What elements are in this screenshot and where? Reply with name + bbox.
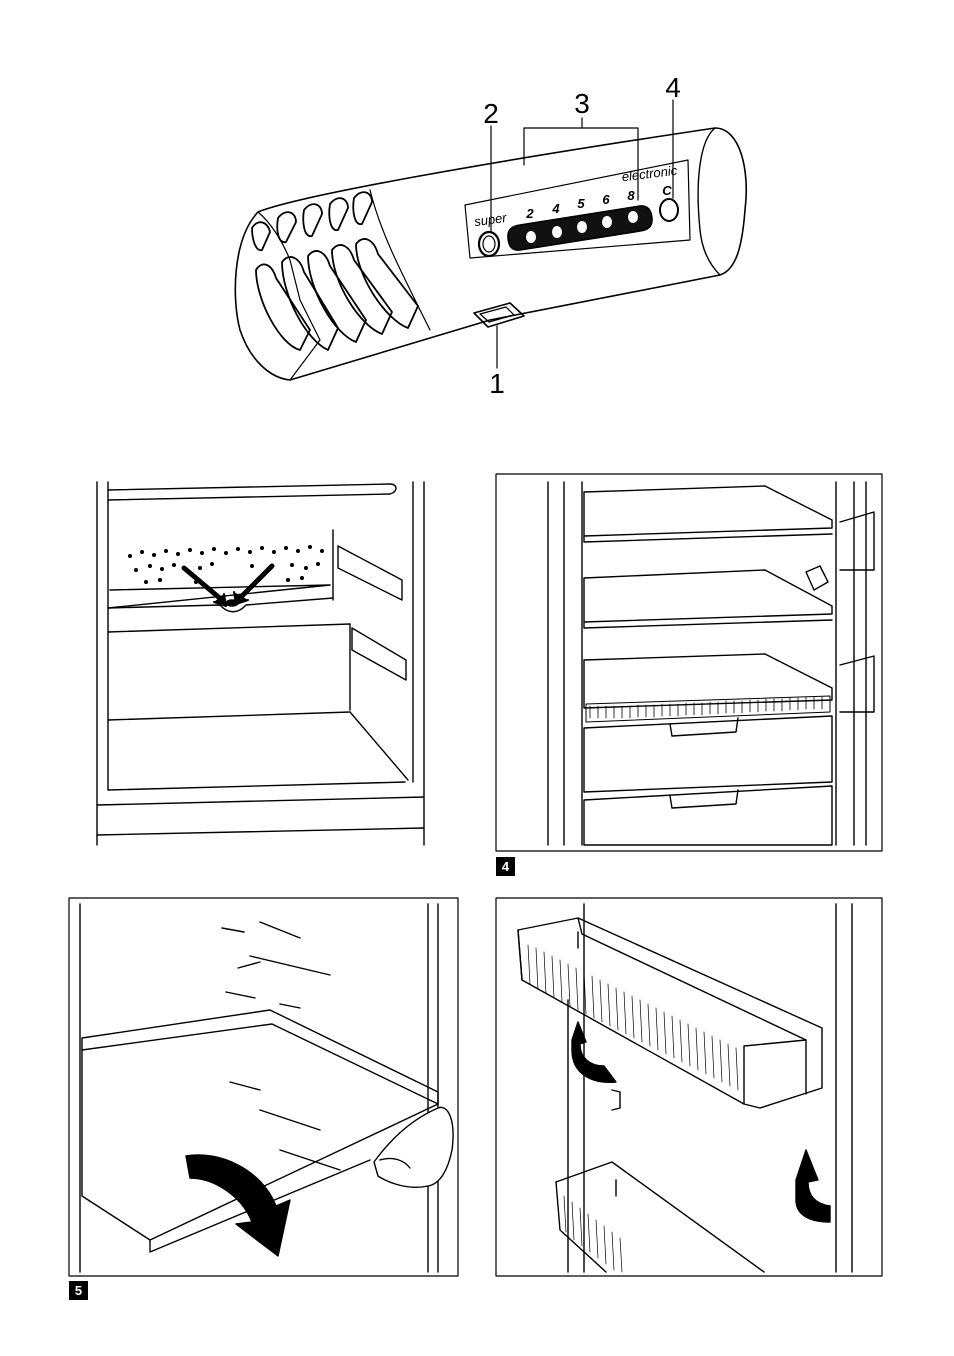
c-label: C — [662, 183, 672, 198]
callout-4: 4 — [665, 72, 681, 103]
callout-1: 1 — [489, 368, 505, 399]
vent-slots — [252, 192, 418, 350]
control-panel-figure — [235, 100, 746, 380]
callout-2: 2 — [483, 98, 499, 129]
scale-label-2: 2 — [525, 206, 534, 221]
shelves-figure — [496, 474, 882, 851]
scale-label-6: 6 — [602, 192, 610, 207]
scale-label-8: 8 — [627, 188, 635, 203]
figure-number-5-badge: 5 — [69, 1281, 88, 1300]
door-bins-figure — [496, 898, 882, 1276]
super-label: super — [473, 210, 508, 229]
c-button-graphic — [660, 199, 678, 221]
electronic-label: electronic — [621, 163, 679, 185]
scale-label-5: 5 — [577, 196, 585, 211]
callout-3: 3 — [574, 88, 590, 119]
condensation-droplets — [128, 545, 324, 584]
fridge-drain-figure — [97, 482, 424, 845]
figure-number-4-badge: 4 — [496, 857, 515, 876]
scale-label-4: 4 — [551, 201, 560, 216]
shelf-removal-figure — [69, 898, 458, 1276]
